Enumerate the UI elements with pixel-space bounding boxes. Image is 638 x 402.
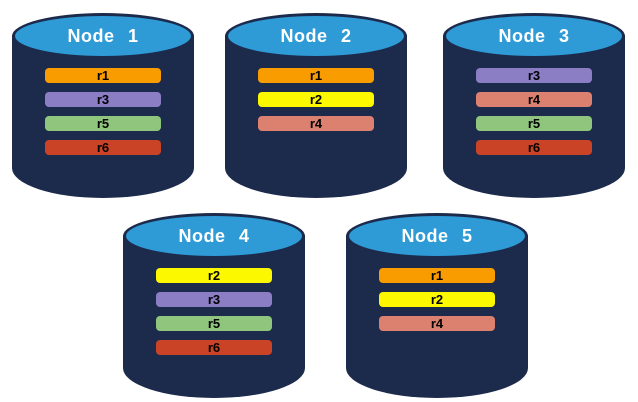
- replica-bar: r6: [156, 340, 272, 355]
- replica-bar: r3: [45, 92, 161, 107]
- cylinder-top-ellipse: Node 3: [443, 13, 625, 59]
- replica-bar: r4: [476, 92, 592, 107]
- replica-bar: r6: [45, 140, 161, 155]
- replica-bar: r3: [476, 68, 592, 83]
- replica-list: r1 r3 r5 r6: [45, 68, 161, 164]
- replica-list: r1 r2 r4: [379, 268, 495, 340]
- replica-bar: r2: [258, 92, 374, 107]
- database-node: Node 2 r1 r2 r4: [225, 13, 407, 198]
- replica-bar: r5: [156, 316, 272, 331]
- replica-list: r1 r2 r4: [258, 68, 374, 140]
- replica-bar: r3: [156, 292, 272, 307]
- replica-bar: r1: [379, 268, 495, 283]
- replica-bar: r2: [156, 268, 272, 283]
- cylinder-top-ellipse: Node 4: [123, 213, 305, 259]
- replica-bar: r5: [476, 116, 592, 131]
- cylinder-top-ellipse: Node 5: [346, 213, 528, 259]
- replica-list: r2 r3 r5 r6: [156, 268, 272, 364]
- cylinder-top-ellipse: Node 2: [225, 13, 407, 59]
- replica-bar: r4: [379, 316, 495, 331]
- database-node: Node 4 r2 r3 r5 r6: [123, 213, 305, 398]
- node-label: Node 4: [178, 225, 250, 246]
- node-label: Node 2: [280, 25, 352, 46]
- replica-bar: r2: [379, 292, 495, 307]
- database-node: Node 1 r1 r3 r5 r6: [12, 13, 194, 198]
- replica-bar: r4: [258, 116, 374, 131]
- replica-list: r3 r4 r5 r6: [476, 68, 592, 164]
- cylinder-top-ellipse: Node 1: [12, 13, 194, 59]
- database-node: Node 3 r3 r4 r5 r6: [443, 13, 625, 198]
- node-label: Node 3: [498, 25, 570, 46]
- database-node: Node 5 r1 r2 r4: [346, 213, 528, 398]
- node-label: Node 5: [401, 225, 473, 246]
- replica-bar: r1: [45, 68, 161, 83]
- node-label: Node 1: [67, 25, 139, 46]
- replica-bar: r1: [258, 68, 374, 83]
- replica-bar: r5: [45, 116, 161, 131]
- replica-bar: r6: [476, 140, 592, 155]
